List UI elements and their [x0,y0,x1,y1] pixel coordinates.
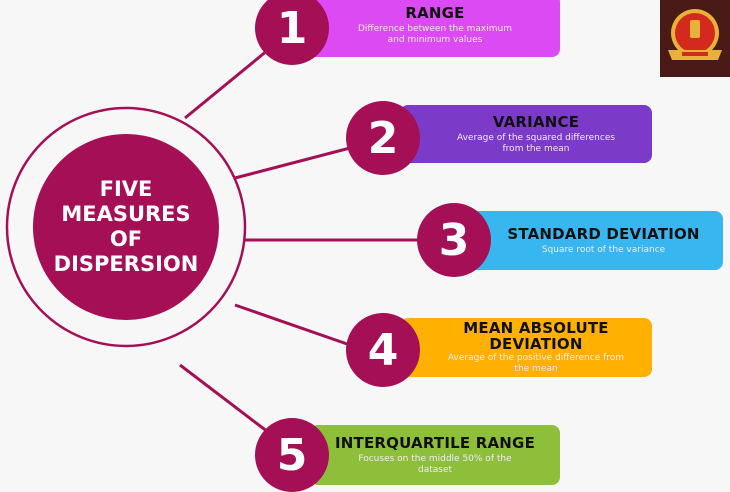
measure-card-variance: VARIANCE Average of the squared differen… [400,105,652,163]
number-badge-4: 4 [346,313,420,387]
measure-description: Difference between the maximum and minim… [357,24,512,45]
connector-4 [234,303,351,347]
measure-card-mean-absolute-deviation: MEAN ABSOLUTE DEVIATION Average of the p… [400,318,652,377]
emblem-icon [668,9,722,60]
measure-description: Average of the squared differences from … [456,132,616,154]
number-badge-3: 3 [417,203,491,277]
measure-card-interquartile-range: INTERQUARTILE RANGE Focuses on the middl… [310,425,560,485]
emblem-logo [660,0,730,77]
number-badge-5: 5 [255,418,329,492]
measure-title: MEAN ABSOLUTE DEVIATION [463,319,609,353]
center-title: FIVE MEASURES OF DISPERSION [33,134,219,320]
number-badge-2: 2 [346,101,420,175]
connector-lines [5,48,418,434]
outer-ring [5,106,247,348]
measure-card-standard-deviation: STANDARD DEVIATION Square root of the va… [470,211,723,270]
measure-title: RANGE [405,4,465,22]
connector-1 [184,48,269,120]
measure-title: VARIANCE [492,112,580,131]
measure-description: Square root of the variance [541,244,666,255]
connector-5 [179,363,269,434]
measure-title: INTERQUARTILE RANGE [334,433,536,452]
measure-description: Average of the positive difference from … [447,353,625,374]
measure-description: Focuses on the middle 50% of the dataset [358,453,512,475]
measure-title: STANDARD DEVIATION [507,224,700,243]
number-badge-1: 1 [255,0,329,65]
connector-2 [234,146,351,180]
measure-card-range: RANGE Difference between the maximum and… [290,0,560,57]
